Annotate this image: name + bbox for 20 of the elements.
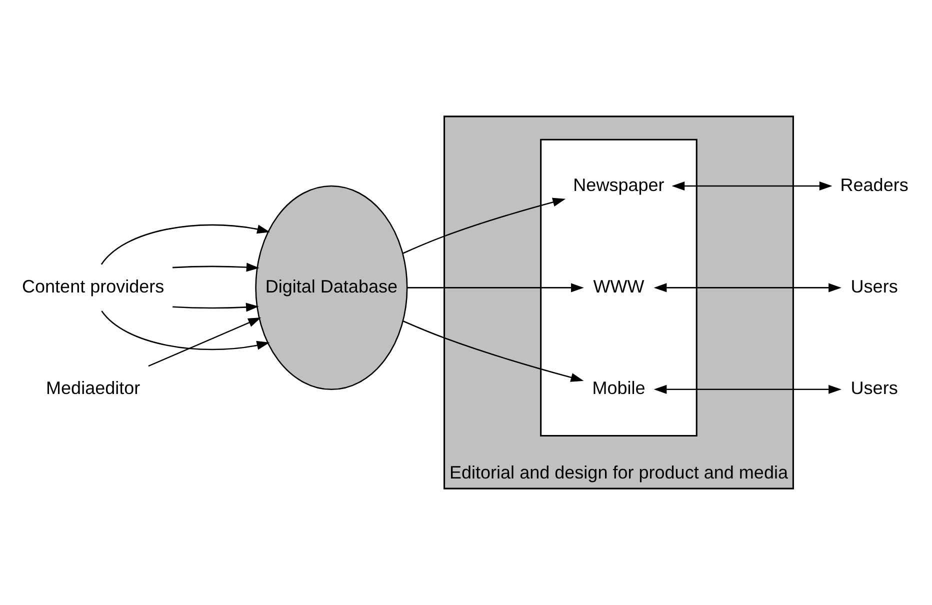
arrow	[148, 317, 262, 367]
arrow	[654, 283, 842, 292]
arrow	[407, 283, 584, 292]
node-text: Content providers	[22, 276, 164, 296]
arrow	[100, 224, 270, 265]
node-text: Readers	[840, 174, 908, 195]
node-text: Users	[850, 276, 898, 296]
node-text: Users	[850, 378, 898, 398]
cluster	[540, 138, 698, 437]
arrow	[672, 181, 832, 190]
arrow	[172, 302, 259, 312]
node-text: WWW	[593, 276, 644, 296]
arrow	[654, 384, 842, 394]
arrow	[402, 320, 584, 382]
arrow	[402, 198, 566, 254]
arrow	[172, 262, 260, 272]
arrow	[101, 310, 270, 350]
node-text: Mediaeditor	[46, 378, 140, 398]
node-text: Newspaper	[573, 174, 664, 195]
node-text: Mobile	[592, 378, 646, 398]
